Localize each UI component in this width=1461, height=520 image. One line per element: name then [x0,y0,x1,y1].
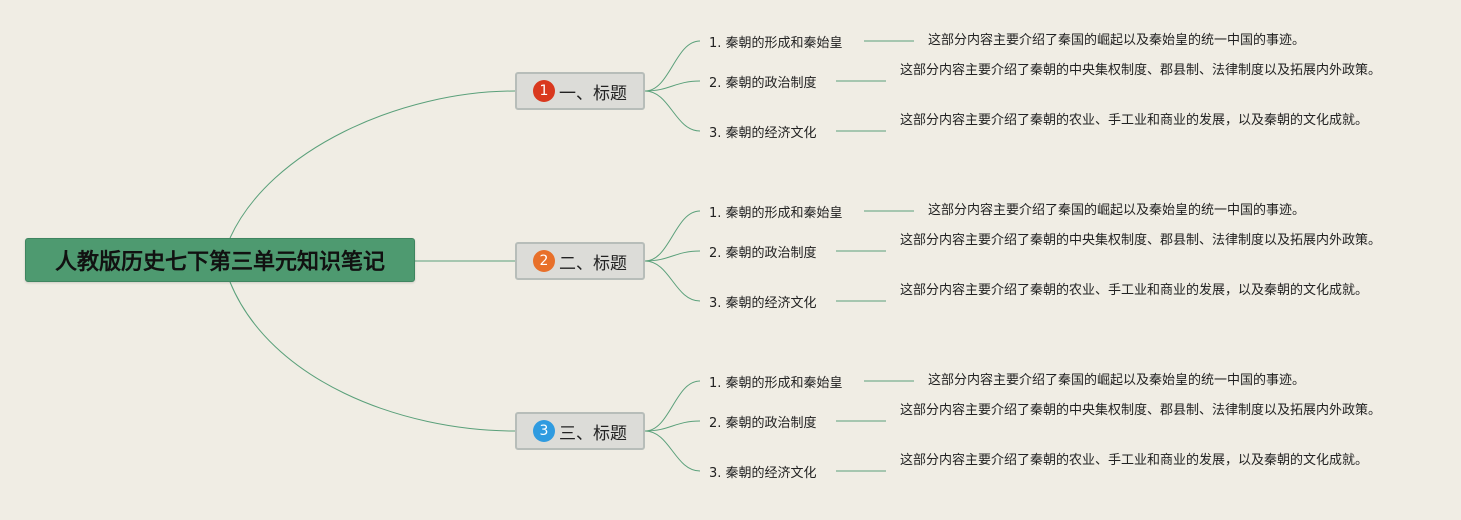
section-label: 一、标题 [559,83,627,104]
detail-text[interactable]: 这部分内容主要介绍了秦朝的中央集权制度、郡县制、法律制度以及拓展内外政策。 [900,403,1382,418]
section-link [644,80,701,92]
detail-text[interactable]: 这部分内容主要介绍了秦国的崛起以及秦始皇的统一中国的事迹。 [928,203,1306,218]
detail-text[interactable]: 这部分内容主要介绍了秦朝的中央集权制度、郡县制、法律制度以及拓展内外政策。 [900,63,1382,78]
number-badge-icon: 3 [533,420,555,442]
section-link [644,40,701,92]
detail-text[interactable]: 这部分内容主要介绍了秦朝的中央集权制度、郡县制、法律制度以及拓展内外政策。 [900,233,1382,248]
number-badge-icon: 1 [533,80,555,102]
section-link [644,250,701,262]
subtopic[interactable]: 3. 秦朝的经济文化 [709,126,817,141]
detail-text[interactable]: 这部分内容主要介绍了秦朝的农业、手工业和商业的发展，以及秦朝的文化成就。 [900,453,1369,468]
section-link [644,430,701,472]
detail-text[interactable]: 这部分内容主要介绍了秦国的崛起以及秦始皇的统一中国的事迹。 [928,373,1306,388]
subtopic[interactable]: 3. 秦朝的经济文化 [709,296,817,311]
subtopic[interactable]: 1. 秦朝的形成和秦始皇 [709,376,843,391]
section-label: 三、标题 [559,423,627,444]
subtopic[interactable]: 1. 秦朝的形成和秦始皇 [709,206,843,221]
detail-text[interactable]: 这部分内容主要介绍了秦国的崛起以及秦始皇的统一中国的事迹。 [928,33,1306,48]
subtopic[interactable]: 1. 秦朝的形成和秦始皇 [709,36,843,51]
number-badge-icon: 2 [533,250,555,272]
section-link [644,380,701,432]
root-link [229,281,516,432]
root-topic[interactable]: 人教版历史七下第三单元知识笔记 [25,238,415,282]
detail-text[interactable]: 这部分内容主要介绍了秦朝的农业、手工业和商业的发展，以及秦朝的文化成就。 [900,113,1369,128]
detail-text[interactable]: 这部分内容主要介绍了秦朝的农业、手工业和商业的发展，以及秦朝的文化成就。 [900,283,1369,298]
section-link [644,210,701,262]
section-label: 二、标题 [559,253,627,274]
subtopic[interactable]: 2. 秦朝的政治制度 [709,246,817,261]
section-link [644,420,701,432]
subtopic[interactable]: 2. 秦朝的政治制度 [709,76,817,91]
section-link [644,260,701,302]
subtopic[interactable]: 2. 秦朝的政治制度 [709,416,817,431]
subtopic[interactable]: 3. 秦朝的经济文化 [709,466,817,481]
section-link [644,90,701,132]
root-link [229,90,516,239]
